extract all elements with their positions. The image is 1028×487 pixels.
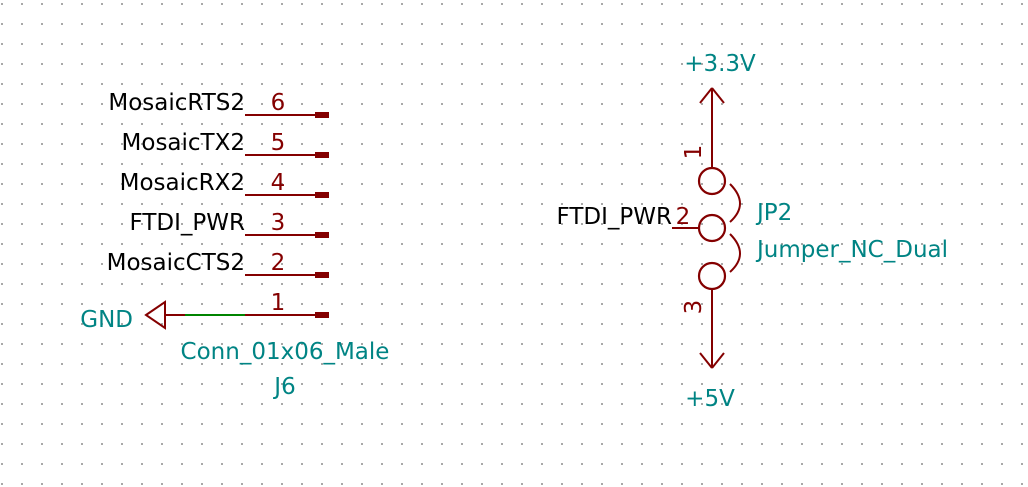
jumper-contact-1 xyxy=(697,166,727,196)
connector-pin-1[interactable]: 1 xyxy=(185,290,329,318)
jumper-pin-2: 2 xyxy=(676,204,691,230)
jumper-contact-2 xyxy=(697,213,727,243)
pin-number-6: 6 xyxy=(271,90,286,116)
net-label-jumper-ftdi-pwr: FTDI_PWR xyxy=(557,204,672,230)
net-label-mosaiccts2: MosaicCTS2 xyxy=(107,250,245,276)
gnd-power-symbol[interactable]: GND xyxy=(80,300,185,333)
jumper-pin-1: 1 xyxy=(681,145,707,160)
pin-number-4: 4 xyxy=(271,170,286,196)
net-label-mosaicrts2: MosaicRTS2 xyxy=(108,90,245,116)
power-3v3-symbol[interactable]: +3.3V xyxy=(684,51,756,104)
gnd-label: GND xyxy=(80,307,133,333)
jumper-jp2[interactable]: 1 2 FTDI_PWR 3 JP2 Jumper_NC_Dual xyxy=(557,88,948,368)
arrow-up-icon xyxy=(699,87,713,104)
jumper-value: Jumper_NC_Dual xyxy=(755,237,948,263)
jumper-pin-3: 3 xyxy=(681,300,707,315)
jumper-bridge-upper xyxy=(729,183,741,223)
connector-pin-4[interactable]: MosaicRX2 4 xyxy=(120,170,329,198)
jumper-reference: JP2 xyxy=(755,200,792,226)
power-label-3v3: +3.3V xyxy=(684,51,756,77)
net-label-mosaictx2: MosaicTX2 xyxy=(122,130,245,156)
connector-pin-5[interactable]: MosaicTX2 5 xyxy=(122,130,329,158)
pin-number-5: 5 xyxy=(271,130,286,156)
jumper-contact-3 xyxy=(697,261,727,291)
connector-pin-3[interactable]: FTDI_PWR 3 xyxy=(130,210,329,238)
net-label-mosaicrx2: MosaicRX2 xyxy=(120,170,245,196)
connector-value: Conn_01x06_Male xyxy=(181,339,390,365)
jumper-bridge-lower xyxy=(729,233,741,273)
pin-number-2: 2 xyxy=(271,250,286,276)
gnd-triangle-icon xyxy=(144,300,166,330)
net-label-ftdi-pwr: FTDI_PWR xyxy=(130,210,245,236)
connector-reference: J6 xyxy=(272,374,295,400)
power-5v-symbol[interactable]: +5V xyxy=(685,352,735,412)
connector-j6[interactable]: MosaicRTS2 6 MosaicTX2 5 MosaicRX2 4 FTD… xyxy=(107,90,390,400)
pin-number-1: 1 xyxy=(271,290,286,316)
pin-number-3: 3 xyxy=(271,210,286,236)
arrow-down-icon xyxy=(699,352,713,369)
connector-pin-6[interactable]: MosaicRTS2 6 xyxy=(108,90,329,118)
connector-pin-2[interactable]: MosaicCTS2 2 xyxy=(107,250,329,278)
power-label-5v: +5V xyxy=(685,386,735,412)
